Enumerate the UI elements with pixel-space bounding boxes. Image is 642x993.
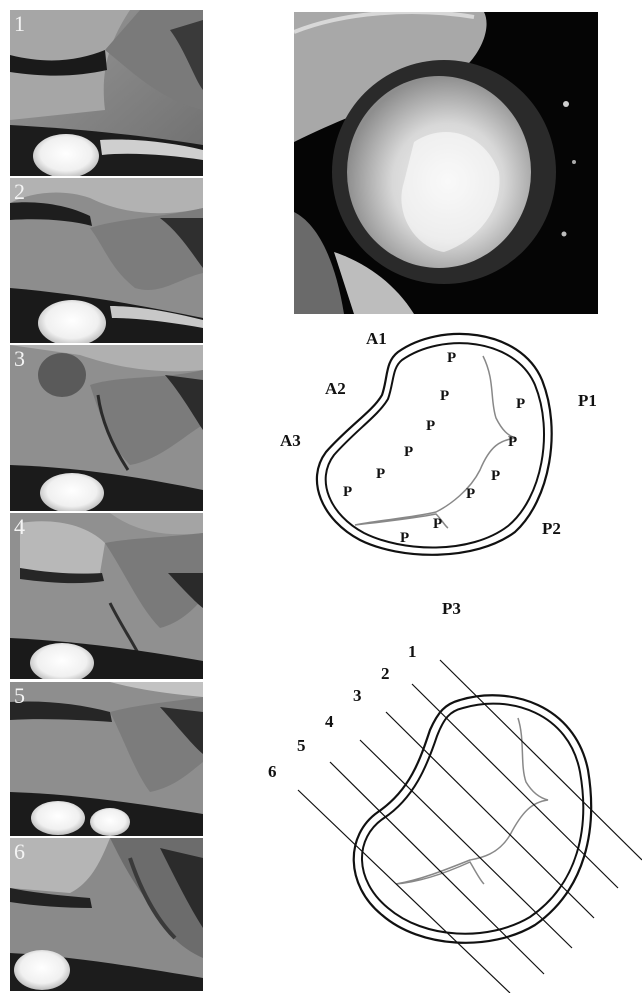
p-marker: P bbox=[426, 418, 435, 434]
slice-line-4 bbox=[360, 740, 572, 948]
p-marker: P bbox=[466, 486, 475, 502]
p-marker: P bbox=[376, 466, 385, 482]
scallop-label-p3: P3 bbox=[442, 600, 461, 618]
p-marker: P bbox=[491, 468, 500, 484]
scallop-label-p2: P2 bbox=[542, 520, 561, 538]
slice-line-label-1: 1 bbox=[408, 643, 417, 661]
p-marker: P bbox=[400, 530, 409, 546]
slice-line-label-5: 5 bbox=[297, 737, 306, 755]
slice-line-label-4: 4 bbox=[325, 713, 334, 731]
scallop-label-a2: A2 bbox=[325, 380, 346, 398]
p-marker: P bbox=[516, 396, 525, 412]
p-marker: P bbox=[433, 516, 442, 532]
p-marker: P bbox=[508, 434, 517, 450]
slice-line-label-6: 6 bbox=[268, 763, 277, 781]
slice-plan-annulus-inner bbox=[362, 704, 583, 934]
slice-plan-annulus-outer bbox=[354, 695, 591, 943]
slice-line-label-2: 2 bbox=[381, 665, 390, 683]
p-marker: P bbox=[440, 388, 449, 404]
scallop-label-a1: A1 bbox=[366, 330, 387, 348]
slice-plan-schematic bbox=[298, 660, 642, 993]
coaptation-line bbox=[355, 356, 516, 528]
slice-line-label-3: 3 bbox=[353, 687, 362, 705]
slice-line-2 bbox=[412, 684, 618, 888]
p-marker: P bbox=[343, 484, 352, 500]
p-marker: P bbox=[404, 444, 413, 460]
scallop-label-a3: A3 bbox=[280, 432, 301, 450]
p-marker: P bbox=[447, 350, 456, 366]
slice-line-6 bbox=[298, 790, 510, 993]
slice-line-1 bbox=[440, 660, 642, 860]
scallop-label-p1: P1 bbox=[578, 392, 597, 410]
slice-line-3 bbox=[386, 712, 594, 918]
